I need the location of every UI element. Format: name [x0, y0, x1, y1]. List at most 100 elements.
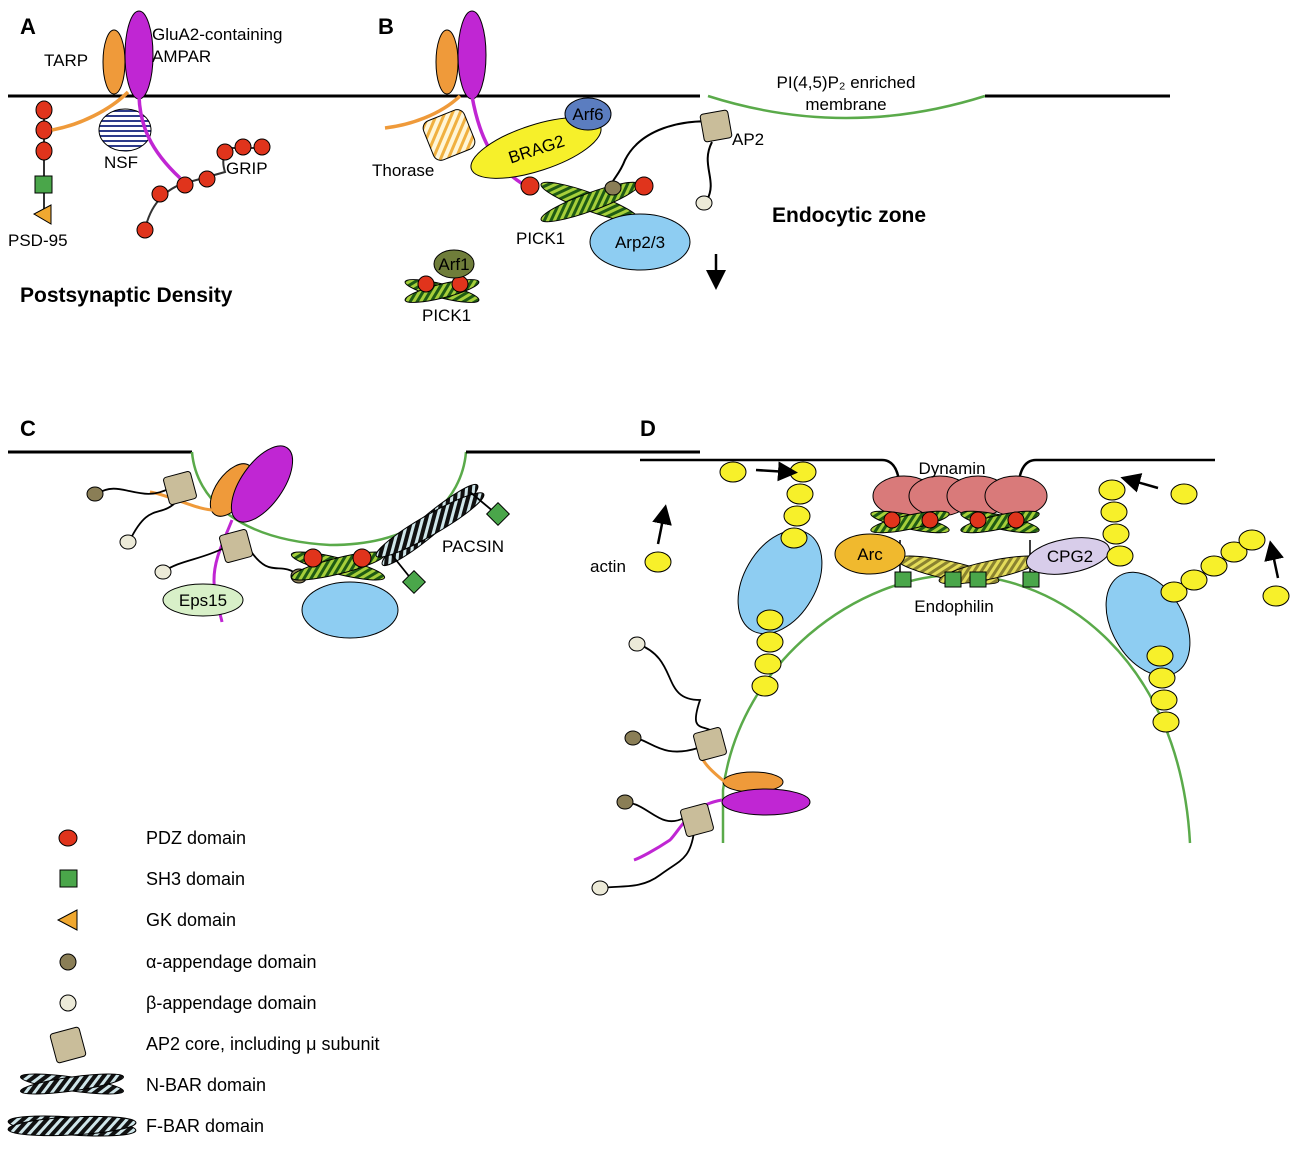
pdz-domain	[35, 141, 53, 161]
arp23-complex	[301, 581, 399, 639]
sh3-domain	[1022, 571, 1040, 588]
ap2-linker	[249, 549, 299, 576]
ap2-core	[163, 471, 197, 505]
actin-monomer	[1160, 581, 1188, 603]
actin-monomer	[1200, 555, 1228, 577]
pdz-domain	[151, 185, 169, 203]
actin-monomer	[789, 461, 817, 483]
ap2-linker	[631, 737, 699, 753]
cpg2-label: CPG2	[1047, 547, 1093, 566]
legend-label: F-BAR domain	[146, 1116, 264, 1136]
legend-item-ap2: AP2 core, including μ subunit	[49, 1026, 380, 1064]
actin-monomer	[1150, 689, 1178, 711]
actin-monomer	[1180, 569, 1208, 591]
dynamin-label: Dynamin	[918, 459, 985, 478]
legend-label: β-appendage domain	[146, 993, 316, 1013]
legend-item-beta: β-appendage domain	[59, 993, 316, 1013]
ap2-linker	[96, 487, 171, 495]
tarp-label: TARP	[44, 51, 88, 70]
actin-monomer	[756, 609, 784, 631]
actin-monomer	[754, 653, 782, 675]
actin-monomer	[644, 551, 672, 573]
legend-label: N-BAR domain	[146, 1075, 266, 1095]
pdz-domain	[234, 138, 252, 156]
legend-item-fbar: F-BAR domain	[7, 1115, 264, 1137]
pdz-domain	[136, 221, 154, 239]
arp23-label: Arp2/3	[615, 233, 665, 252]
pick1-label: PICK1	[516, 229, 565, 248]
legend-label: SH3 domain	[146, 869, 245, 889]
eps15-label: Eps15	[179, 591, 227, 610]
actin-monomer	[719, 461, 747, 483]
pit-membrane	[190, 451, 468, 547]
pacsin-label: PACSIN	[442, 537, 504, 556]
pdz-domain	[634, 176, 654, 196]
sh3-domain	[485, 501, 511, 527]
pick1-dimer	[960, 510, 1040, 534]
pdz-domain	[352, 548, 372, 568]
arc-protein	[834, 533, 906, 575]
pdz-domain	[216, 143, 234, 161]
sh3-domain	[401, 569, 427, 595]
gk-domain	[32, 204, 52, 225]
legend-label: GK domain	[146, 910, 236, 930]
pacsin-protein	[375, 483, 511, 595]
tarp-protein	[435, 29, 459, 95]
actin-monomer	[1220, 541, 1248, 563]
beta-appendage-domain	[119, 534, 137, 550]
tarp-protein	[102, 29, 126, 95]
arp23-complex	[589, 213, 691, 271]
pdz-domain	[198, 170, 216, 188]
grip-protein	[136, 138, 271, 239]
beta-appendage-domain	[628, 636, 646, 652]
endophilin-label: Endophilin	[914, 597, 993, 616]
actin-monomer	[1146, 645, 1174, 667]
eps15-protein	[162, 583, 244, 617]
legend-item-alpha: α-appendage domain	[59, 952, 317, 972]
legend: PDZ domain SH3 domain GK domain α-append…	[7, 828, 380, 1137]
actin-monomer	[1098, 479, 1126, 501]
thorase-label: Thorase	[372, 161, 434, 180]
ap2-linker	[706, 141, 713, 201]
arrow-icon	[1264, 540, 1284, 579]
ampar-protein	[721, 788, 811, 816]
pdz-domain	[417, 275, 435, 293]
arf1-label: Arf1	[438, 255, 469, 274]
alpha-appendage-domain	[86, 486, 104, 502]
fbar-icon	[7, 1115, 137, 1137]
actin-monomer	[751, 675, 779, 697]
pdz-domain	[883, 511, 901, 529]
ampar-tail	[137, 95, 182, 180]
pdz-domain	[253, 138, 271, 156]
beta-appendage-domain	[695, 195, 713, 211]
tarp-tail	[51, 90, 130, 132]
ap2-core	[693, 727, 727, 761]
sh3-domain	[944, 571, 962, 588]
dynamin-ring	[872, 475, 1048, 517]
ap2-core	[219, 529, 253, 563]
psd95-protein	[32, 100, 53, 225]
beta-appendage-domain	[591, 880, 609, 896]
ap2-core	[680, 803, 714, 837]
fbar-domain	[375, 492, 485, 558]
alpha-appendage-domain	[604, 180, 622, 196]
beta-appendage-icon	[59, 994, 77, 1012]
ampar-label-line2: AMPAR	[152, 47, 211, 66]
pick1-dimer	[520, 176, 654, 223]
sh3-domain	[894, 571, 912, 588]
nsf-label: NSF	[104, 153, 138, 172]
legend-item-nbar: N-BAR domain	[19, 1073, 266, 1095]
actin-monomer	[1100, 501, 1128, 523]
sh3-domain	[969, 571, 987, 588]
ap2-linker	[129, 499, 179, 541]
alpha-appendage-icon	[59, 953, 77, 971]
ap2-core	[699, 109, 733, 143]
alpha-appendage-domain	[616, 794, 634, 810]
panel-c-letter: C	[20, 416, 36, 441]
psd95-label: PSD-95	[8, 231, 68, 250]
actin-monomer	[1102, 523, 1130, 545]
pick1-free-label: PICK1	[422, 306, 471, 325]
pip2-label-line2: membrane	[805, 95, 886, 114]
panel-b-letter: B	[378, 14, 394, 39]
panel-a: A TARP GluA2-cont	[8, 10, 700, 307]
